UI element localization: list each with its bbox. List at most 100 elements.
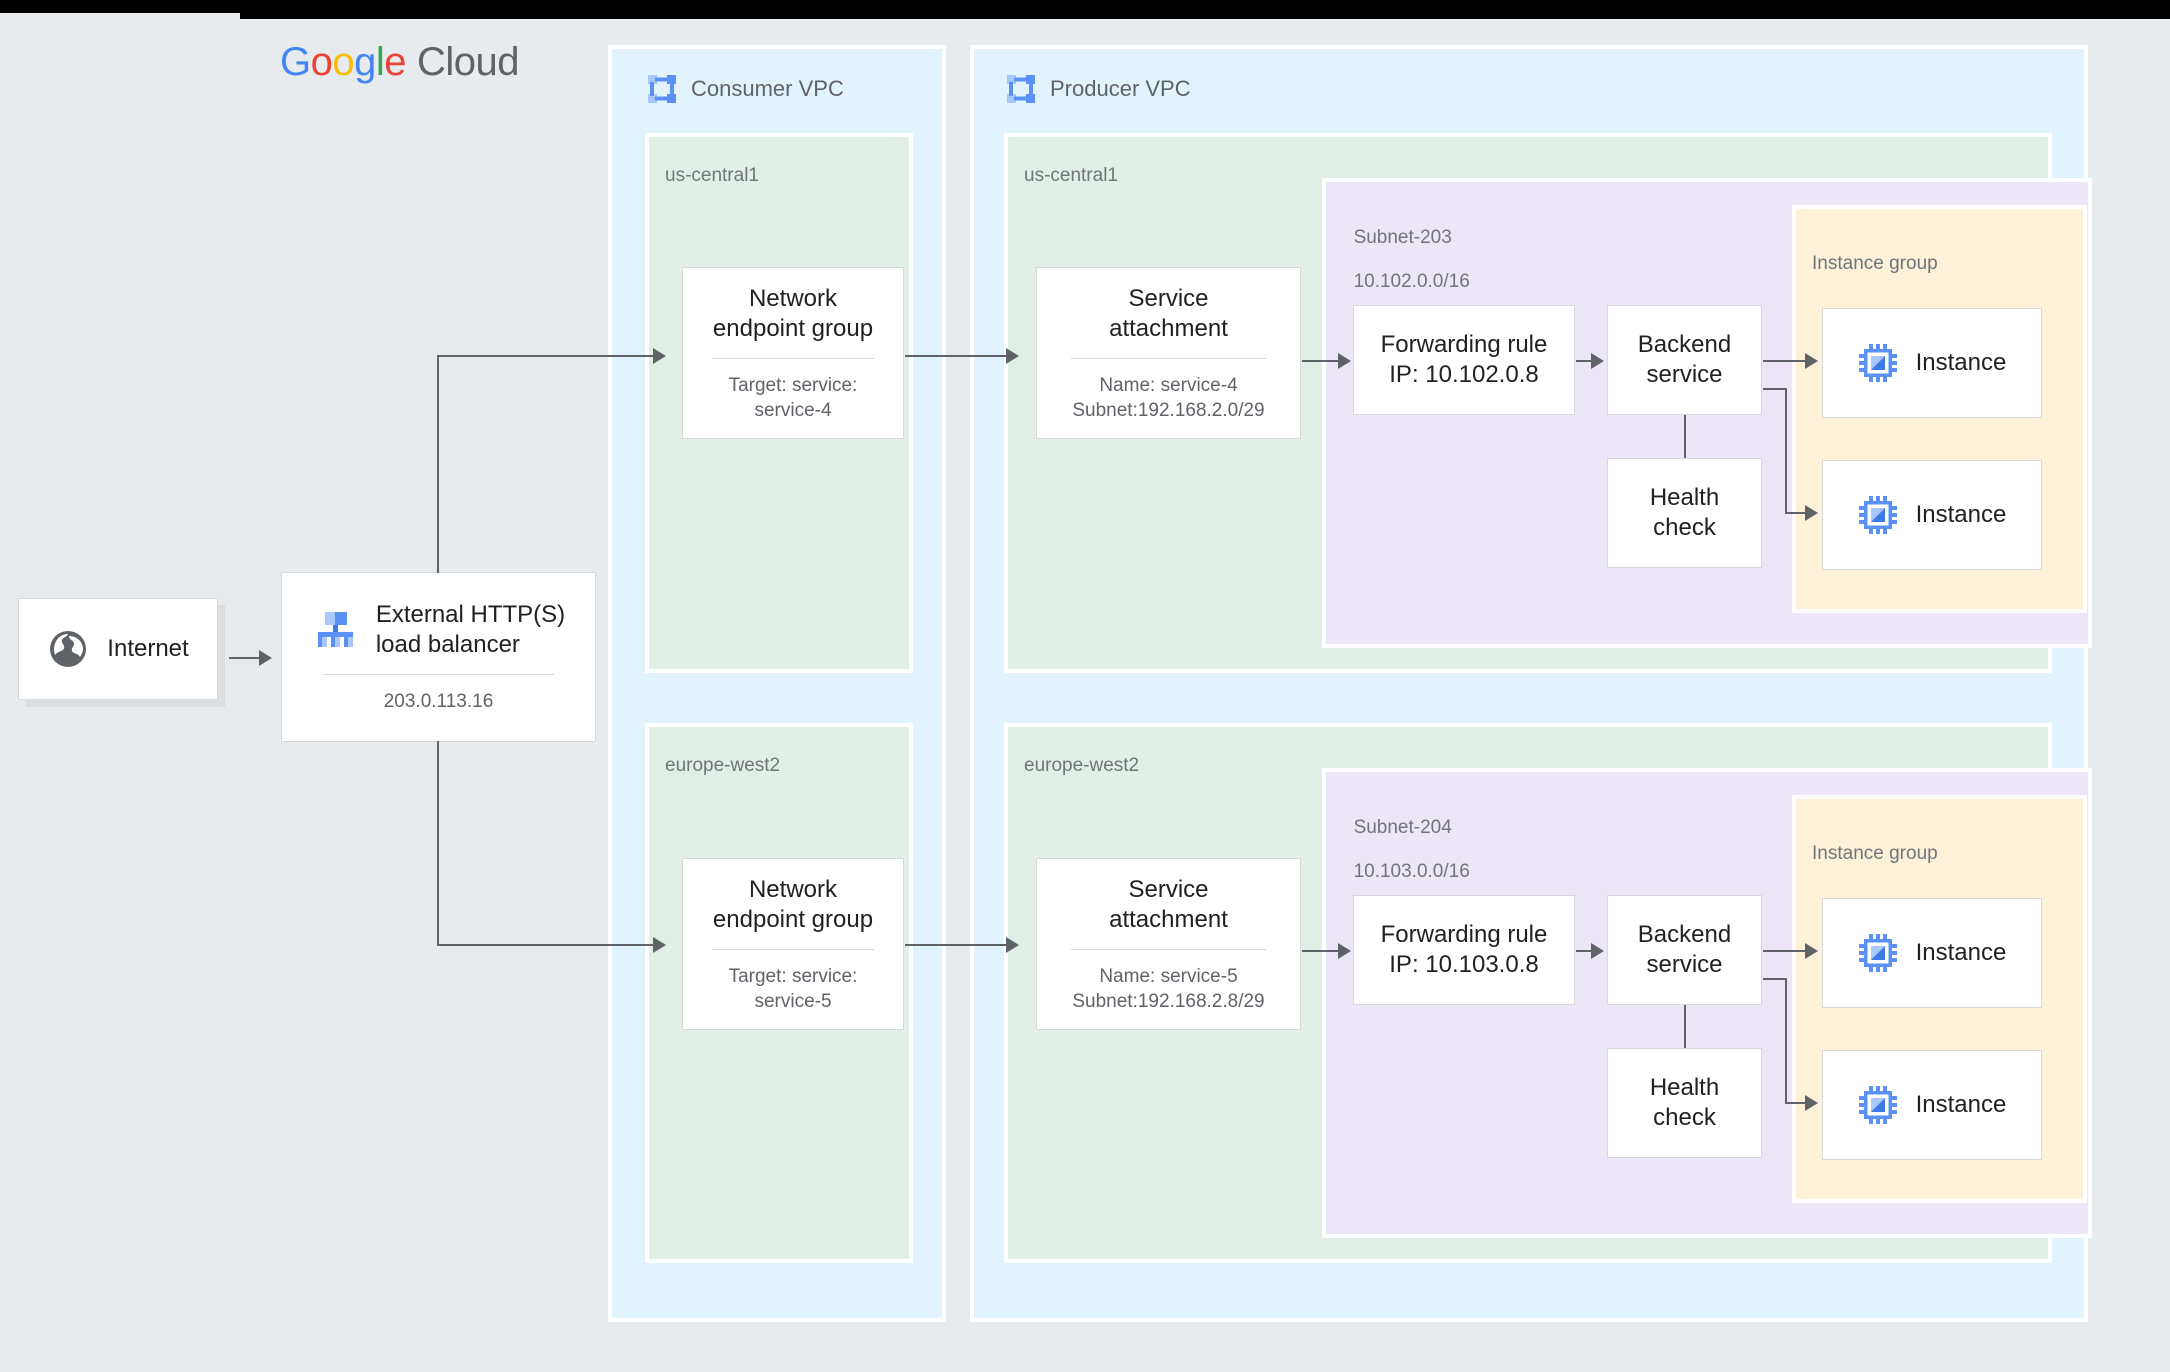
logo-letter-o2: o: [332, 40, 355, 84]
connector-bs2-elbow-v: [1785, 978, 1787, 1103]
neg-sub-1: Target: service: service-4: [728, 374, 858, 421]
consumer-vpc-label: Consumer VPC: [691, 76, 844, 101]
subnet-203-label: Subnet-203 10.102.0.0/16: [1343, 205, 1470, 293]
arrow-sa1-to-fr1: [1338, 353, 1351, 369]
connector-internet-to-lb: [229, 657, 261, 659]
arrow-bs1-to-instance1b: [1805, 505, 1818, 521]
arrow-lb-to-neg1: [653, 348, 666, 364]
network-endpoint-group-card-2[interactable]: Network endpoint group Target: service: …: [682, 858, 904, 1030]
top-bar-notch: [0, 13, 240, 19]
connector-bs2-to-instance2a: [1763, 950, 1807, 952]
connector-lb-down-stem: [437, 741, 439, 946]
instance-card-2b[interactable]: Instance: [1822, 1050, 2042, 1160]
connector-bs1-to-instance1a: [1763, 360, 1807, 362]
service-attachment-sub-1: Name: service-4 Subnet:192.168.2.0/29: [1072, 374, 1265, 421]
arrow-fr1-to-bs1: [1591, 353, 1604, 369]
window-top-bar: [0, 0, 2170, 19]
instance-label-2a: Instance: [1915, 939, 2007, 966]
connector-neg1-to-sa1: [905, 355, 1007, 357]
consumer-region-europe-west2-label: europe-west2: [665, 755, 781, 776]
neg-sub-2: Target: service: service-5: [728, 965, 858, 1012]
service-attachment-card-2[interactable]: Service attachment Name: service-5 Subne…: [1036, 858, 1301, 1030]
cpu-chip-icon: [1858, 1086, 1897, 1124]
consumer-region-us-central1-label: us-central1: [665, 165, 759, 186]
arrow-neg1-to-sa1: [1006, 348, 1019, 364]
connector-lb-up-stem: [437, 355, 439, 573]
instance-label-1a: Instance: [1915, 349, 2007, 376]
forwarding-rule-text-1: Forwarding rule IP: 10.102.0.8: [1380, 331, 1548, 388]
instance-label-2b: Instance: [1915, 1091, 2007, 1118]
producer-vpc-label: Producer VPC: [1050, 76, 1191, 101]
instance-group-label-1: Instance group: [1812, 253, 1938, 274]
load-balancer-title: External HTTP(S) load balancer: [375, 601, 566, 658]
subnet-204-cidr: 10.103.0.0/16: [1353, 861, 1470, 882]
vpc-icon: [648, 75, 676, 103]
health-check-text-2: Health check: [1649, 1074, 1720, 1131]
arrow-neg2-to-sa2: [1006, 937, 1019, 953]
instance-label-1b: Instance: [1915, 501, 2007, 528]
producer-region-us-central1-label: us-central1: [1024, 165, 1118, 186]
divider: [322, 674, 555, 675]
backend-service-text-1: Backend service: [1637, 331, 1732, 388]
connector-sa2-to-fr2: [1302, 950, 1340, 952]
consumer-vpc-header: Consumer VPC: [645, 72, 844, 106]
connector-bs1-elbow-h2: [1785, 512, 1807, 514]
connector-bs2-to-hc2: [1684, 1005, 1686, 1048]
logo-letter-o1: o: [310, 40, 333, 84]
connector-sa1-to-fr1: [1302, 360, 1340, 362]
backend-service-card-2[interactable]: Backend service: [1607, 895, 1762, 1005]
arrow-sa2-to-fr2: [1338, 943, 1351, 959]
globe-icon: [50, 631, 87, 667]
forwarding-rule-text-2: Forwarding rule IP: 10.103.0.8: [1380, 921, 1548, 978]
forwarding-rule-card-1[interactable]: Forwarding rule IP: 10.102.0.8: [1353, 305, 1575, 415]
instance-card-1a[interactable]: Instance: [1822, 308, 2042, 418]
instance-card-1b[interactable]: Instance: [1822, 460, 2042, 570]
logo-letter-G: G: [280, 40, 311, 84]
arrow-fr2-to-bs2: [1591, 943, 1604, 959]
connector-lb-to-neg2: [437, 944, 655, 946]
cpu-chip-icon: [1858, 344, 1897, 382]
load-balancer-hierarchy-icon: [317, 612, 353, 647]
service-attachment-title-1: Service attachment: [1109, 284, 1228, 342]
vpc-icon: [1007, 75, 1035, 103]
backend-service-card-1[interactable]: Backend service: [1607, 305, 1762, 415]
divider: [711, 948, 875, 950]
arrow-bs1-to-instance1a: [1805, 353, 1818, 369]
arrow-lb-to-neg2: [653, 937, 666, 953]
producer-vpc-header: Producer VPC: [1004, 72, 1191, 106]
connector-lb-to-neg1: [437, 355, 655, 357]
instance-card-2a[interactable]: Instance: [1822, 898, 2042, 1008]
connector-bs2-elbow-h1: [1763, 978, 1787, 980]
connector-bs2-elbow-h2: [1785, 1102, 1807, 1104]
divider: [1071, 357, 1266, 359]
connector-bs1-to-hc1: [1684, 415, 1686, 458]
logo-letter-e: e: [384, 40, 407, 84]
instance-group-label-2: Instance group: [1812, 843, 1938, 864]
arrow-bs2-to-instance2a: [1805, 943, 1818, 959]
logo-word-cloud: Cloud: [417, 40, 520, 84]
service-attachment-card-1[interactable]: Service attachment Name: service-4 Subne…: [1036, 267, 1301, 439]
connector-fr1-to-bs1: [1576, 360, 1593, 362]
connector-bs1-elbow-v: [1785, 388, 1787, 513]
service-attachment-title-2: Service attachment: [1109, 875, 1228, 933]
health-check-card-2[interactable]: Health check: [1607, 1048, 1762, 1158]
logo-letter-l: l: [375, 40, 385, 84]
subnet-204-label: Subnet-204 10.103.0.0/16: [1343, 795, 1470, 883]
cpu-chip-icon: [1858, 496, 1897, 534]
subnet-204-name: Subnet-204: [1353, 817, 1452, 838]
internet-card[interactable]: Internet: [18, 598, 218, 700]
internet-label: Internet: [107, 635, 189, 662]
connector-neg2-to-sa2: [905, 944, 1007, 946]
cpu-chip-icon: [1858, 934, 1897, 972]
subnet-203-cidr: 10.102.0.0/16: [1353, 271, 1470, 292]
health-check-card-1[interactable]: Health check: [1607, 458, 1762, 568]
forwarding-rule-card-2[interactable]: Forwarding rule IP: 10.103.0.8: [1353, 895, 1575, 1005]
logo-letter-g: g: [354, 40, 376, 84]
external-http-load-balancer-card[interactable]: External HTTP(S) load balancer 203.0.113…: [281, 572, 596, 742]
neg-title-2: Network endpoint group: [712, 875, 874, 933]
load-balancer-ip: 203.0.113.16: [383, 691, 494, 712]
network-endpoint-group-card-1[interactable]: Network endpoint group Target: service: …: [682, 267, 904, 439]
producer-region-europe-west2-label: europe-west2: [1024, 755, 1140, 776]
service-attachment-sub-2: Name: service-5 Subnet:192.168.2.8/29: [1072, 965, 1265, 1012]
